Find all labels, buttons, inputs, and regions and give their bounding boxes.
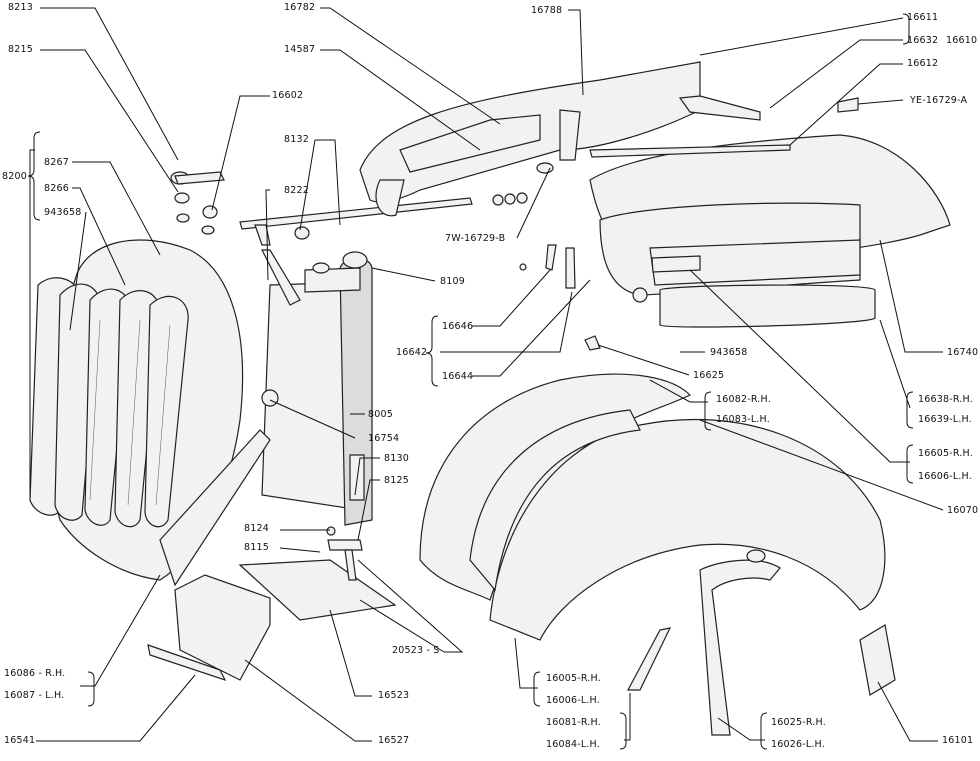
hood-assembly [359,61,951,328]
label-braces [27,13,914,750]
label-16782: 16782 [284,2,316,13]
label-16740: 16740 [947,347,979,358]
label-16087-lh: 16087 - L.H. [4,690,65,701]
hood-rod [239,197,473,246]
hood-hardware [492,162,601,351]
label-8125: 8125 [384,475,409,486]
label-16026-lh: 16026-L.H. [771,739,825,750]
label-8115: 8115 [244,542,269,553]
label-16005-rh: 16005-R.H. [546,673,601,684]
splash-shields [627,549,896,736]
label-16638-rh: 16638-R.H. [918,394,973,405]
label-8213: 8213 [8,2,33,13]
label-16611: 16611 [907,12,939,23]
label-7w-16729-b: 7W-16729-B [445,233,506,244]
label-16025-rh: 16025-R.H. [771,717,826,728]
leader-lines [29,7,944,742]
label-16082-rh: 16082-R.H. [716,394,771,405]
label-943658-hood: 943658 [710,347,748,358]
grille-assembly [29,239,244,581]
label-20523-s: 20523 - S [392,645,440,656]
label-943658-grille: 943658 [44,207,82,218]
label-16602: 16602 [272,90,304,101]
label-16754: 16754 [368,433,400,444]
label-16646: 16646 [442,321,474,332]
label-8200: 8200 [2,171,27,182]
lower-pans [147,429,397,682]
label-8267: 8267 [44,157,69,168]
radiator-assembly [261,249,373,551]
label-8222: 8222 [284,185,309,196]
label-16605-rh: 16605-R.H. [918,448,973,459]
label-16644: 16644 [442,371,474,382]
label-16527: 16527 [378,735,410,746]
label-16606-lh: 16606-L.H. [918,471,972,482]
label-8109: 8109 [440,276,465,287]
label-8124: 8124 [244,523,269,534]
label-14587: 14587 [284,44,316,55]
label-8132: 8132 [284,134,309,145]
label-8215: 8215 [8,44,33,55]
label-16632: 16632 [907,35,939,46]
label-16541: 16541 [4,735,36,746]
label-16006-lh: 16006-L.H. [546,695,600,706]
label-16101: 16101 [942,735,974,746]
label-16639-lh: 16639-L.H. [918,414,972,425]
front-fender [419,373,886,641]
label-16625: 16625 [693,370,725,381]
label-8005: 8005 [368,409,393,420]
label-8130: 8130 [384,453,409,464]
label-16081-rh: 16081-R.H. [546,717,601,728]
label-16642: 16642 [396,347,428,358]
hood-latch-hardware [170,171,225,235]
label-16083-lh: 16083-L.H. [716,414,770,425]
label-16610: 16610 [946,35,978,46]
label-16086-rh: 16086 - R.H. [4,668,66,679]
label-16612: 16612 [907,58,939,69]
label-8266: 8266 [44,183,69,194]
label-16523: 16523 [378,690,410,701]
label-16084-lh: 16084-L.H. [546,739,600,750]
label-ye-16729-a: YE-16729-A [910,95,968,106]
label-16788: 16788 [531,5,563,16]
label-16070: 16070 [947,505,979,516]
